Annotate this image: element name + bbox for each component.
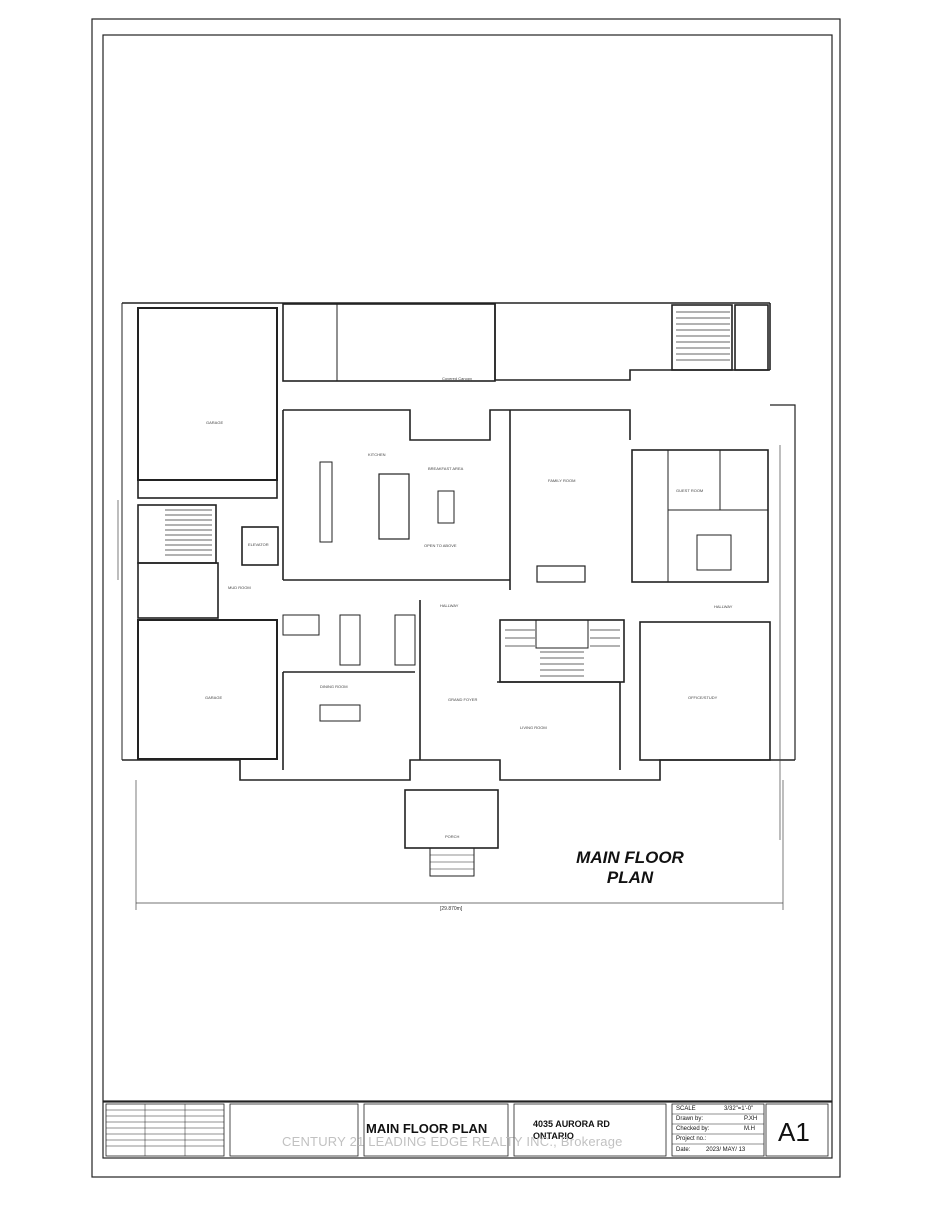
room-label-elevator: ELEVATOR [248, 542, 269, 547]
date-value: 2023/ MAY/ 13 [706, 1147, 746, 1153]
sheet-outer-border [91, 18, 841, 1178]
room-label-garage-top: GARAGE [206, 420, 224, 425]
project-no-label: Project no.: [676, 1136, 707, 1142]
room-label-covered-canopy: Covered Canopy [442, 376, 473, 381]
room-label-kitchen: KITCHEN [368, 452, 386, 457]
plan-title: MAIN FLOOR PLAN [560, 848, 700, 888]
title-block-frame [102, 1101, 833, 1159]
sheet-inner-border [102, 34, 833, 1102]
plan-title-line2: PLAN [606, 868, 654, 887]
room-label-family-room: FAMILY ROOM [548, 478, 576, 483]
room-label-hallway-right: HALLWAY [714, 604, 733, 609]
room-label-mud-room: MUD ROOM [228, 585, 251, 590]
stair-treads [165, 311, 730, 677]
room-label-grand-foyer: GRAND FOYER [448, 697, 478, 702]
room-label-dining-room: DINING ROOM [320, 684, 348, 689]
room-label-breakfast: BREAKFAST AREA [428, 466, 464, 471]
room-label-office: OFFICE/STUDY [688, 695, 718, 700]
brokerage-watermark: CENTURY 21 LEADING EDGE REALTY INC., Bro… [282, 1134, 623, 1149]
address-line2: ONTARIO [533, 1131, 574, 1141]
plan-title-line1: MAIN FLOOR [576, 848, 684, 867]
drawn-by-label: Drawn by: [676, 1116, 704, 1122]
title-block-drawing-name: MAIN FLOOR PLAN [366, 1121, 488, 1136]
room-label-guest-room: GUEST ROOM [676, 488, 704, 493]
checked-by-value: M.H [744, 1126, 755, 1132]
checked-by-label: Checked by: [676, 1126, 710, 1132]
overall-dimension: [29.870m] [440, 906, 463, 912]
scale-label: SCALE [676, 1106, 696, 1112]
room-label-hallway-left: HALLWAY [440, 603, 459, 608]
title-block-address: 4035 AURORA RD ONTARIO [533, 1118, 610, 1142]
room-label-living-room: LIVING ROOM [520, 725, 547, 730]
room-label-open-to-above: OPEN TO ABOVE [424, 543, 457, 548]
address-line1: 4035 AURORA RD [533, 1119, 610, 1129]
sheet-number: A1 [778, 1117, 810, 1147]
floor-plan-walls [121, 302, 796, 877]
room-label-garage-bottom: GARAGE [205, 695, 223, 700]
dimension-lines [117, 445, 784, 910]
scale-value: 3/32"=1'-0" [724, 1106, 754, 1112]
drawn-by-value: P.XH [744, 1116, 758, 1122]
room-label-porch: PORCH [445, 834, 460, 839]
date-label: Date: [676, 1147, 691, 1153]
